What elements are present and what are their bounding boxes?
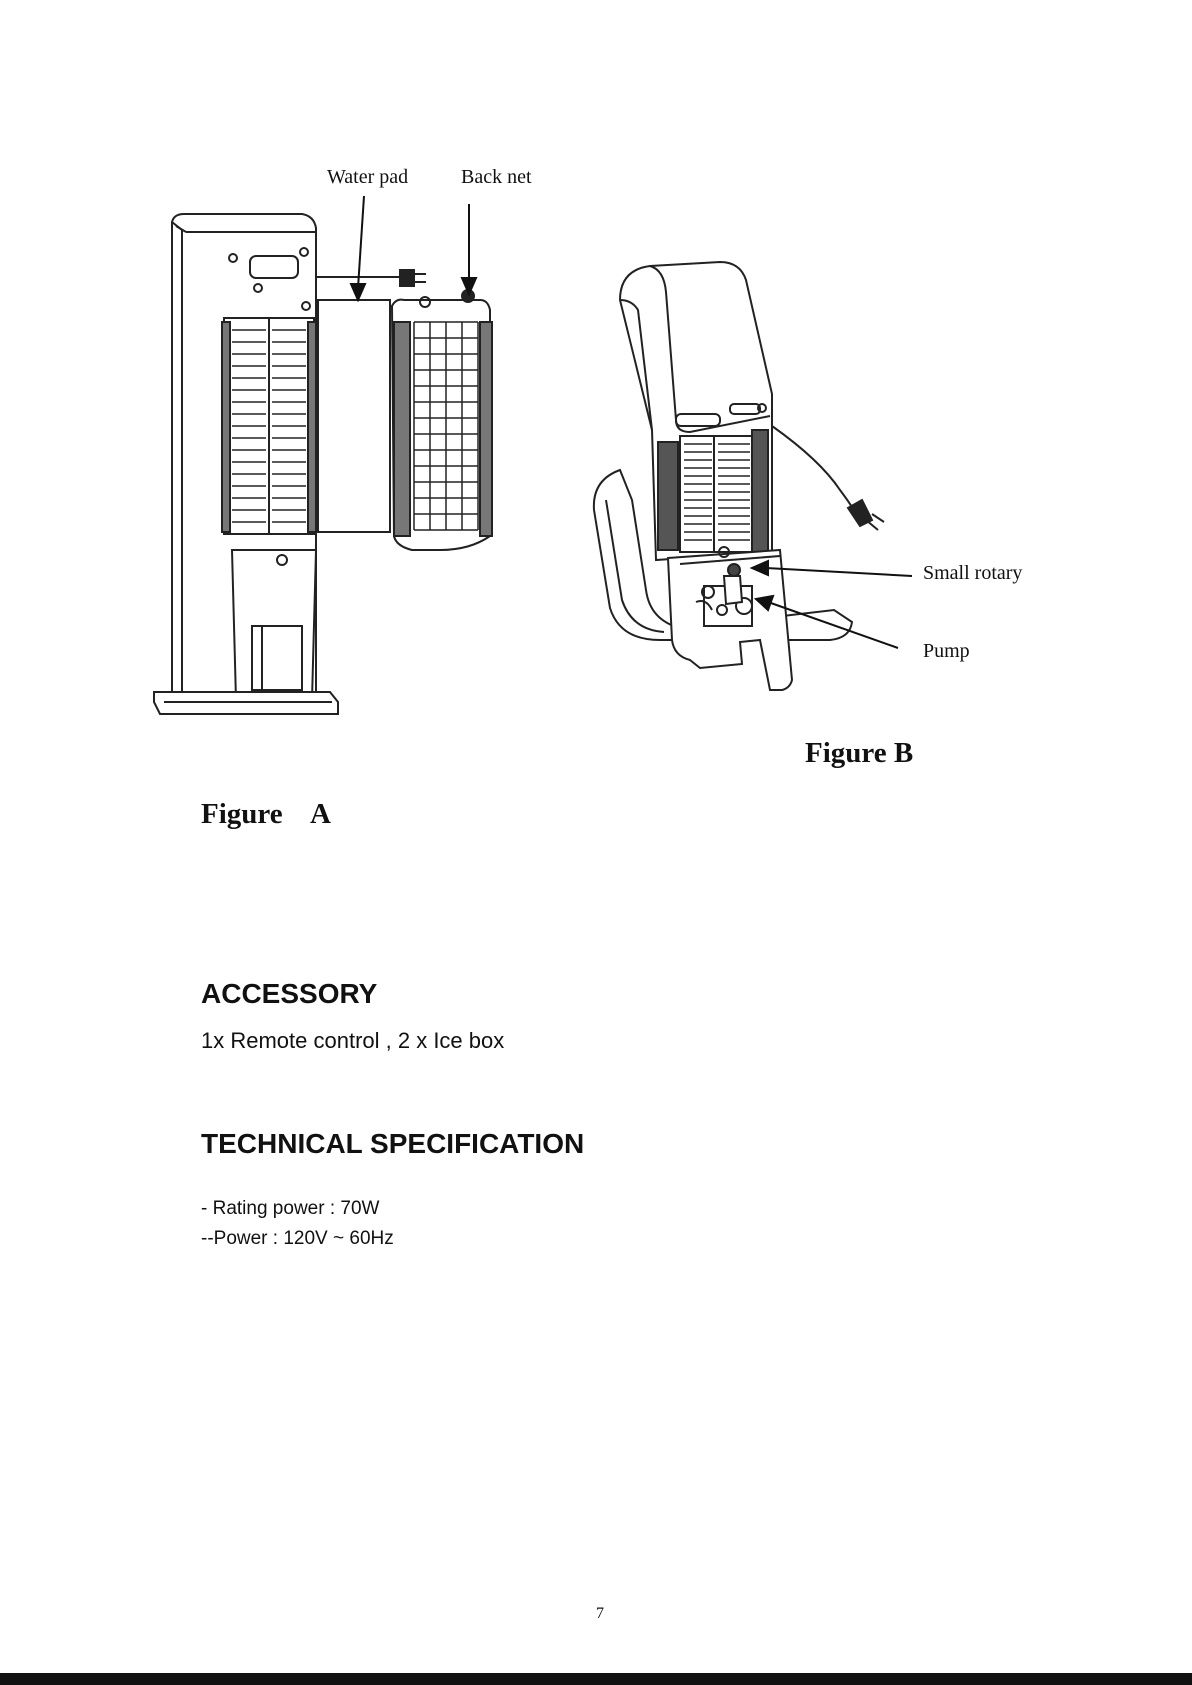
page-number: 7	[596, 1605, 604, 1623]
page-bottom-edge	[0, 1673, 1192, 1685]
spec-rating-power: - Rating power : 70W	[201, 1198, 379, 1220]
figure-b-illustration	[0, 0, 1192, 760]
accessory-heading: ACCESSORY	[201, 978, 377, 1010]
spec-power: --Power : 120V ~ 60Hz	[201, 1228, 394, 1250]
technical-spec-heading: TECHNICAL SPECIFICATION	[201, 1128, 584, 1160]
accessory-text: 1x Remote control , 2 x Ice box	[201, 1028, 504, 1054]
pump-label: Pump	[923, 640, 970, 663]
small-rotary-label: Small rotary	[923, 562, 1022, 585]
figure-a-caption: Figure A	[201, 798, 331, 831]
figure-b-caption: Figure B	[805, 737, 913, 770]
